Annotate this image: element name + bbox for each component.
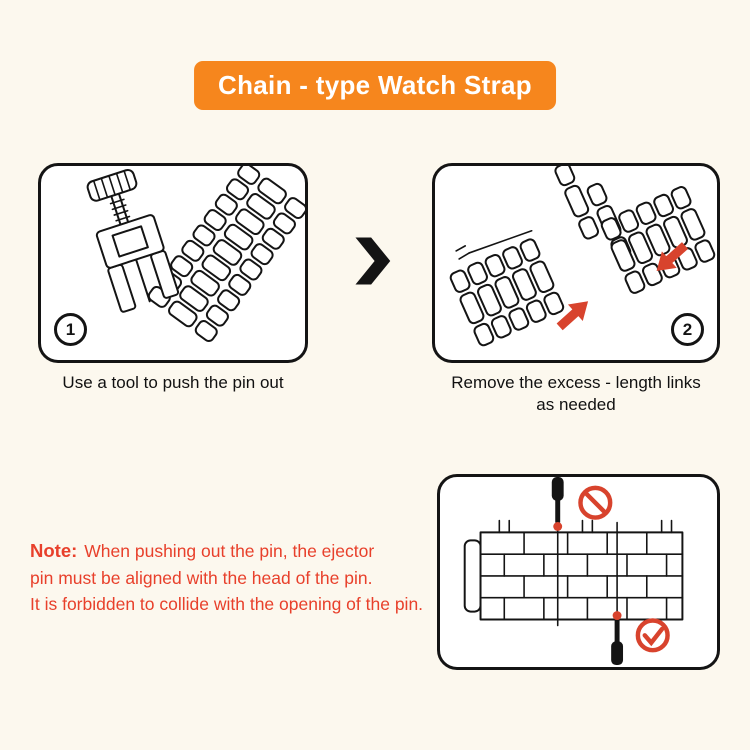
step1-panel: 1 xyxy=(38,163,308,363)
pin-removal-tool-illustration xyxy=(86,166,305,344)
alignment-diagram-panel xyxy=(437,474,720,670)
note-line: Note:When pushing out the pin, the eject… xyxy=(30,540,375,561)
page-title: Chain - type Watch Strap xyxy=(218,70,532,100)
step2-number-badge: 2 xyxy=(671,313,704,346)
note-text: Note:When pushing out the pin, the eject… xyxy=(30,537,470,617)
loose-pin xyxy=(455,229,533,260)
push-direction-arrow-icon xyxy=(556,301,589,331)
step1-number-badge: 1 xyxy=(54,313,87,346)
note-line: pin must be aligned with the head of the… xyxy=(30,567,373,588)
next-step-chevron-icon xyxy=(352,231,392,291)
title-banner: Chain - type Watch Strap xyxy=(194,61,556,110)
push-direction-arrow-icon xyxy=(656,242,689,272)
remove-links-illustration xyxy=(448,166,717,348)
note-label: Note: xyxy=(30,540,78,561)
step1-caption: Use a tool to push the pin out xyxy=(62,373,284,392)
correct-icon xyxy=(635,618,670,653)
ejector-pin-bottom xyxy=(611,611,624,666)
link-remover-tool xyxy=(86,168,180,313)
step2-caption: Remove the excess - length links as need… xyxy=(451,373,701,415)
step2-panel: 2 xyxy=(432,163,720,363)
ejector-pin-top xyxy=(551,477,564,531)
strap-side-view xyxy=(463,519,684,627)
note-line: It is forbidden to collide with the open… xyxy=(30,594,424,614)
forbidden-icon xyxy=(578,485,613,520)
pin-alignment-illustration xyxy=(463,477,684,666)
watch-strap-band xyxy=(145,166,305,344)
